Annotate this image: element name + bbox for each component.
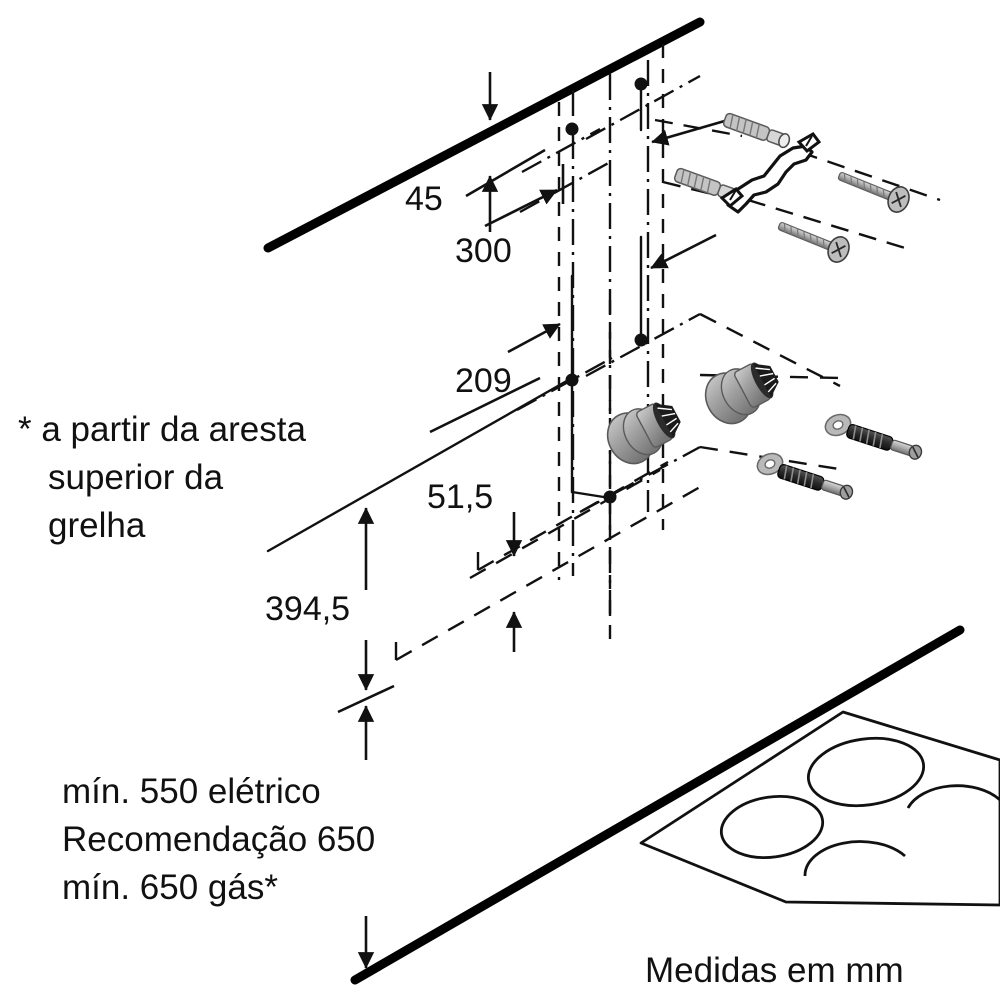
mounting-bracket [719, 132, 822, 214]
dimension-3945-group [337, 507, 395, 969]
dim45-leader [465, 148, 546, 198]
hardware-pointers [650, 118, 729, 270]
footnote-line-1: * a partir da aresta [18, 410, 306, 449]
upper-wall-edge [263, 17, 705, 253]
dim209-leader [429, 376, 541, 434]
dimension-515-label: 51,5 [427, 478, 493, 516]
pointer-bracket-to-hood [651, 118, 729, 146]
pointer-screw-to-hood [650, 233, 717, 270]
clearance-block: mín. 550 elétrico Recomendação 650 mín. … [62, 772, 375, 907]
cooktop-burner-4-arc [803, 840, 906, 877]
footnote-line-3: grelha [48, 506, 146, 545]
stud-upper [704, 362, 779, 425]
oblique-cl-top-b [585, 74, 701, 141]
cooktop-outline [639, 710, 1000, 907]
mount-point-3 [565, 373, 579, 387]
dimension-209-label: 209 [455, 362, 512, 400]
stud-lower [606, 402, 681, 465]
washer-lower [756, 452, 784, 476]
proj-rail-upper [699, 312, 841, 388]
wall-edges [263, 17, 965, 985]
cooktop-burner-1 [806, 736, 926, 808]
mount-point-4 [634, 333, 648, 347]
clearance-line-1: mín. 550 elétrico [62, 772, 321, 811]
dimension-300-label: 300 [455, 232, 512, 270]
cooktop [639, 710, 1000, 907]
mount-point-2 [634, 77, 648, 91]
oblique-cl-mid-b [585, 312, 701, 378]
dash-to-screw-upper [799, 150, 941, 202]
screw-upper [837, 171, 910, 213]
washer-upper [824, 413, 852, 437]
cooktop-burner-3-arc [906, 784, 1000, 809]
oblique-cl-low-a [516, 356, 613, 412]
centerlines [571, 60, 650, 620]
dimension-209-group [429, 322, 561, 434]
cooktop-burner-2 [719, 795, 825, 859]
anchor-bolt-lower [777, 464, 854, 500]
dimension-3945-label: 394,5 [265, 590, 350, 628]
dim300-arrow [484, 188, 558, 228]
dash-bracket-lower [662, 180, 721, 198]
dim3945-break-tick [337, 684, 395, 714]
screw-lower [777, 221, 850, 263]
dim209-arrow [507, 322, 561, 354]
oblique-cl-top-a [521, 127, 601, 174]
oblique-cl-low-b [579, 445, 701, 514]
footnote-block: * a partir da aresta superior da grelha [18, 410, 306, 545]
oblique-cl-mid-a [519, 159, 613, 214]
anchor-bolt-upper [846, 424, 923, 460]
clearance-line-2: Recomendação 650 [62, 820, 375, 859]
footnote-line-2: superior da [48, 458, 224, 497]
dimension-45-label: 45 [405, 180, 443, 218]
dimension-300-group [484, 164, 565, 228]
oblique-centerlines [516, 74, 701, 514]
units-note: Medidas em mm [645, 951, 904, 990]
clearance-line-3: mín. 650 gás* [62, 868, 278, 907]
mount-point-1 [565, 122, 579, 136]
wall-plug-upper [722, 112, 791, 149]
lower-wall-edge [350, 625, 965, 985]
proj-band-lower [469, 468, 661, 580]
